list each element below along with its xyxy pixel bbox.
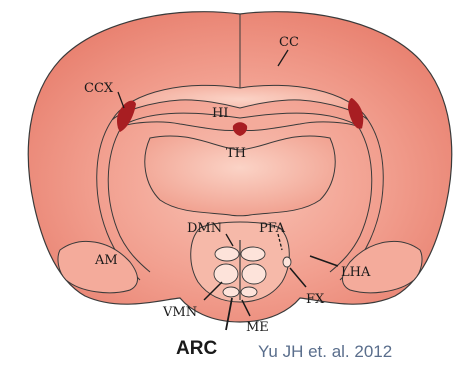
label-cc: CC xyxy=(279,35,299,50)
label-arc: ARC xyxy=(176,338,217,360)
dmn-left xyxy=(215,247,239,261)
arc-left xyxy=(223,287,239,297)
label-pfa: PFA xyxy=(259,221,286,236)
label-fx: FX xyxy=(306,292,325,307)
label-hi: HI xyxy=(212,106,228,121)
fornix xyxy=(283,257,291,267)
vmn-right xyxy=(242,264,266,284)
label-vmn: VMN xyxy=(162,305,197,320)
dmn-right xyxy=(241,247,265,261)
label-dmn: DMN xyxy=(187,221,222,236)
citation-credit: Yu JH et. al. 2012 xyxy=(258,342,392,362)
label-th: TH xyxy=(226,146,246,161)
label-me: ME xyxy=(246,320,269,335)
label-lha: LHA xyxy=(341,265,371,280)
label-ccx: CCX xyxy=(84,81,114,96)
arc-right xyxy=(241,287,257,297)
vmn-left xyxy=(214,264,238,284)
label-am: AM xyxy=(94,253,118,268)
